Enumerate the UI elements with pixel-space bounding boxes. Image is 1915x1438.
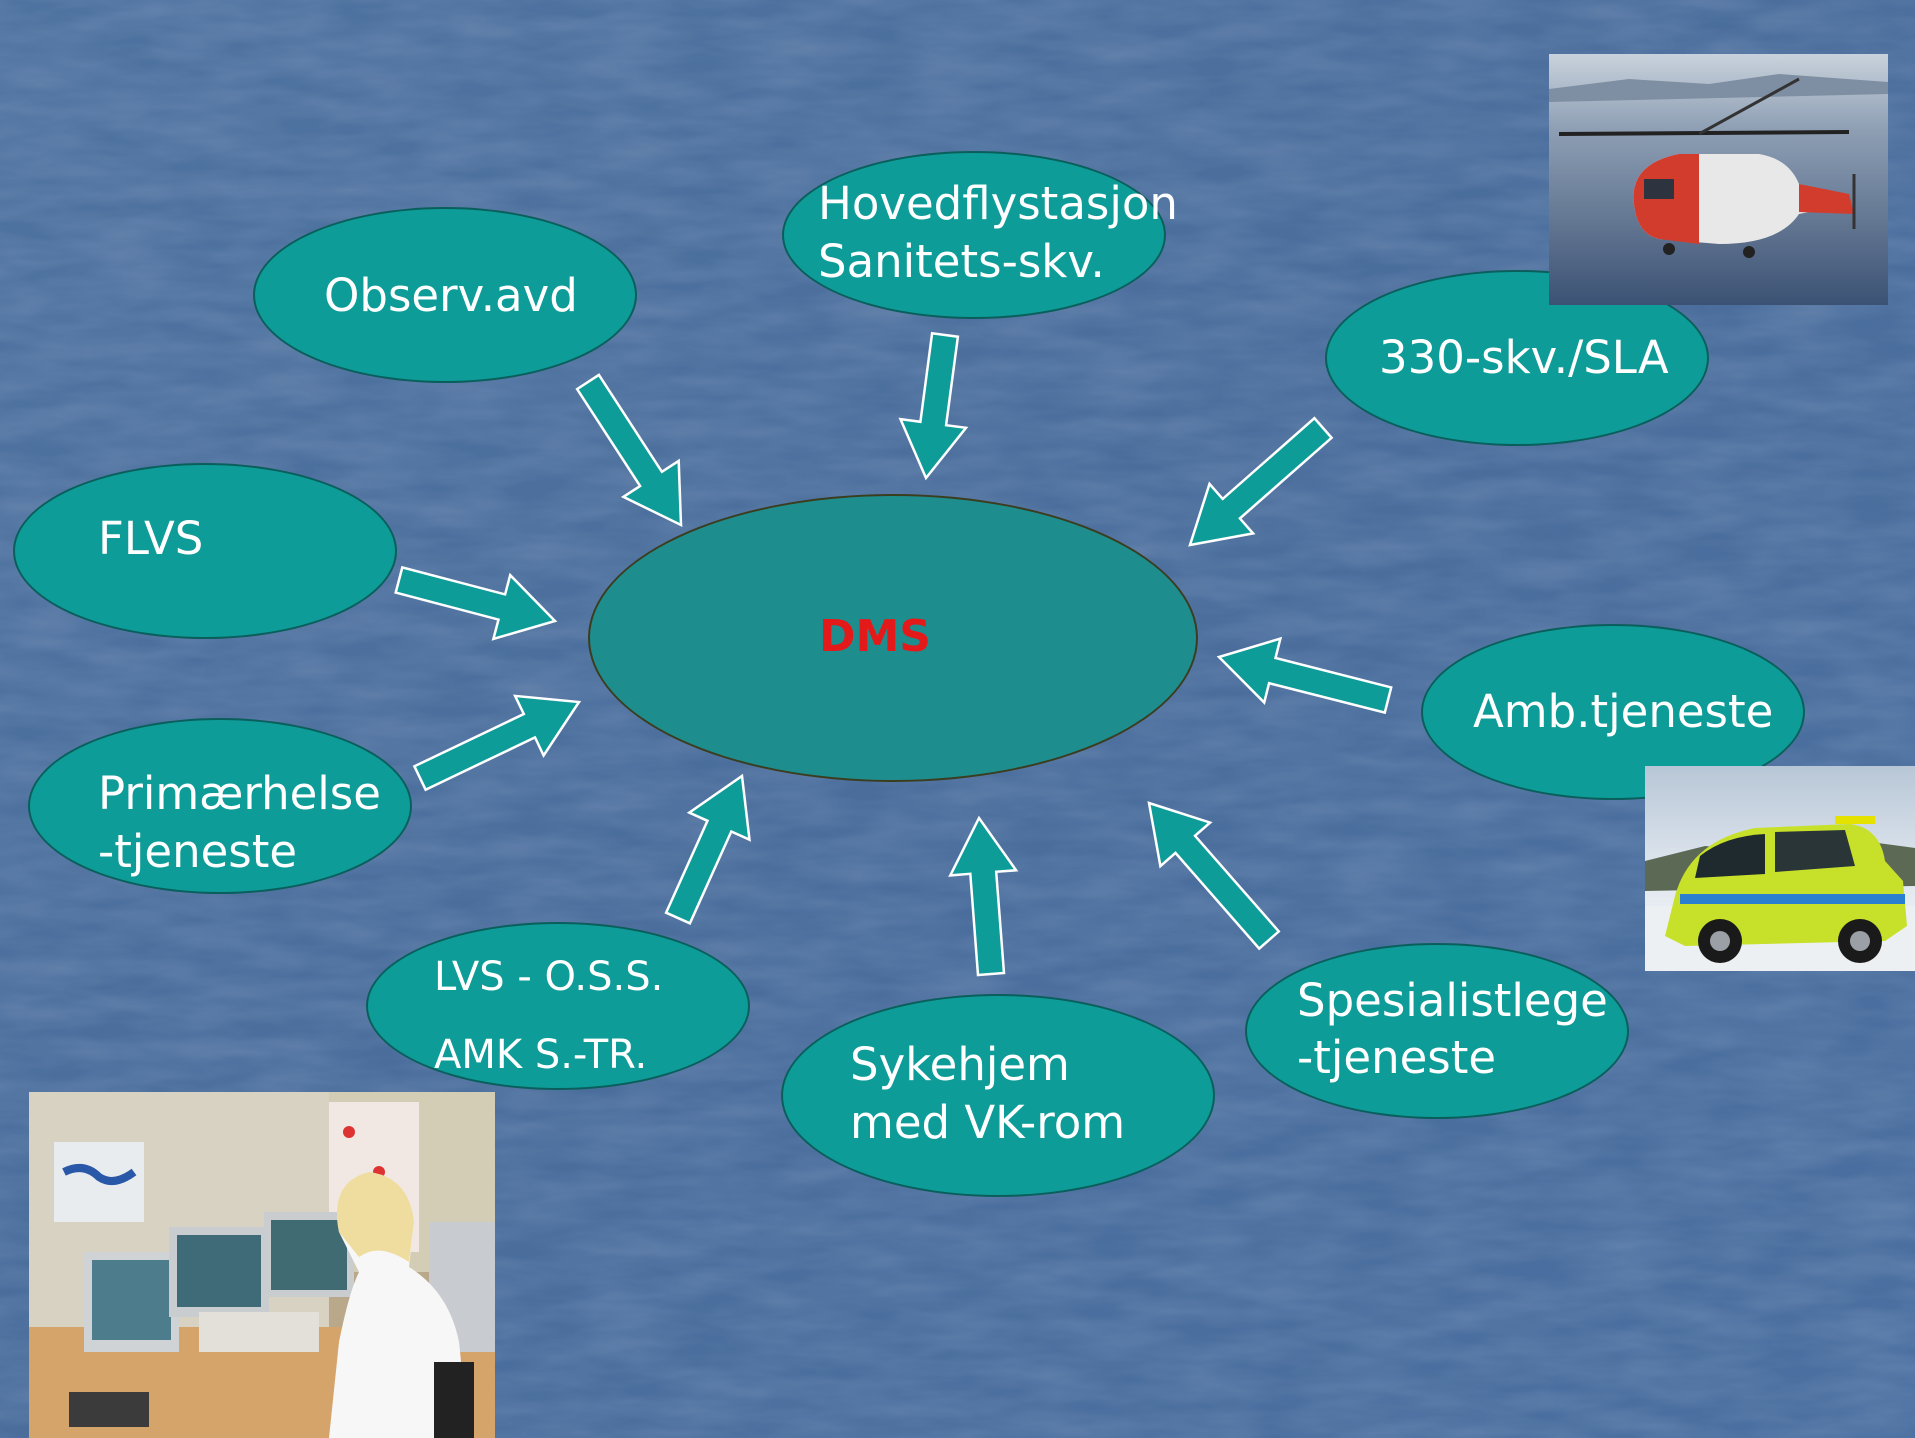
arrow-lvs-to-dms — [664, 773, 751, 925]
node-label-hovedflystasjon-2: Sanitets-skv. — [818, 235, 1105, 288]
arrow-spesialist-to-dms — [1147, 801, 1281, 951]
dispatcher-photo — [29, 1092, 495, 1438]
arrow-hovedfly-to-dms — [898, 331, 969, 481]
arrow-observ-to-dms — [575, 373, 683, 528]
node-label-sykehjem-1: Sykehjem — [850, 1038, 1070, 1091]
arrow-330-to-dms — [1188, 416, 1334, 547]
node-sykehjem: Sykehjem med VK-rom — [781, 994, 1215, 1197]
node-label-spesialistlege-2: -tjeneste — [1297, 1031, 1497, 1084]
node-lvs-oss: LVS - O.S.S. AMK S.-TR. — [366, 922, 750, 1090]
ambulance-photo — [1645, 766, 1915, 971]
node-label-hovedflystasjon-1: Hovedflystasjon — [818, 177, 1178, 230]
helicopter-photo — [1549, 54, 1888, 305]
node-label-observ-avd: Observ.avd — [324, 269, 578, 322]
node-label-primaerhelse-2: -tjeneste — [98, 825, 298, 878]
center-node-dms: DMS — [588, 494, 1198, 782]
node-label-spesialistlege-1: Spesialistlege — [1297, 974, 1608, 1027]
node-observ-avd: Observ.avd — [253, 207, 637, 383]
node-label-primaerhelse-1: Primærhelse — [98, 767, 381, 820]
arrow-amb-to-dms — [1216, 636, 1393, 715]
arrow-primaer-to-dms — [412, 694, 582, 792]
center-label: DMS — [819, 611, 931, 662]
node-label-lvs-oss-2: AMK S.-TR. — [434, 1032, 648, 1078]
arrow-sykehjem-to-dms — [948, 815, 1019, 977]
node-label-lvs-oss-1: LVS - O.S.S. — [434, 954, 664, 1000]
node-label-330-skv: 330-skv./SLA — [1379, 331, 1669, 384]
node-label-sykehjem-2: med VK-rom — [850, 1096, 1126, 1149]
node-flvs: FLVS — [13, 463, 397, 639]
arrow-flvs-to-dms — [394, 565, 558, 641]
node-primaerhelse: Primærhelse -tjeneste — [28, 718, 412, 894]
node-hovedflystasjon: Hovedflystasjon Sanitets-skv. — [782, 151, 1178, 319]
node-label-amb-tjeneste: Amb.tjeneste — [1473, 685, 1774, 738]
node-spesialistlege: Spesialistlege -tjeneste — [1245, 943, 1629, 1119]
node-label-flvs: FLVS — [98, 512, 204, 565]
